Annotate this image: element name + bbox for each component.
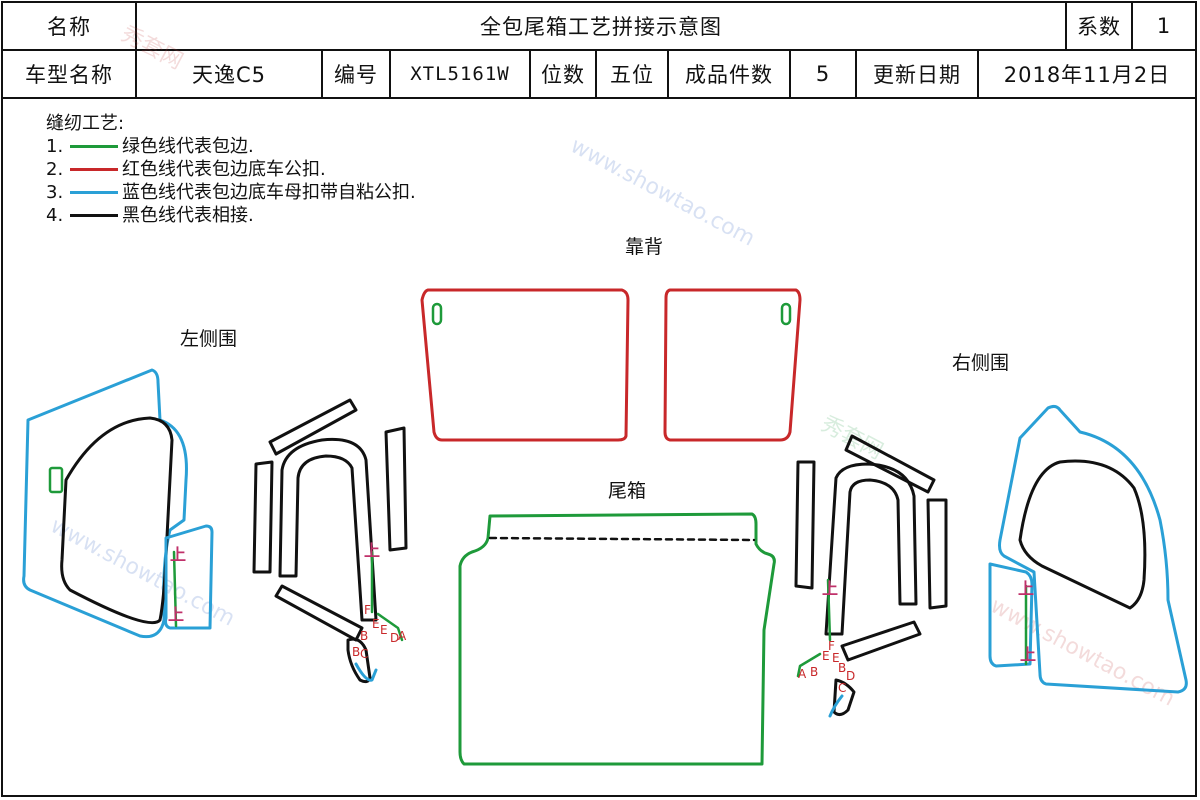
- date-label: 更新日期: [857, 51, 979, 97]
- legend-text: 红色线代表包边底车公扣.: [122, 159, 326, 180]
- header-row-2: 车型名称 天逸C5 编号 XTL5161W 位数 五位 成品件数 5 更新日期 …: [3, 51, 1195, 99]
- left-strip-top: [268, 398, 358, 456]
- left-strip-vertical-b: [384, 426, 408, 552]
- model-value: 天逸C5: [137, 51, 323, 97]
- right-side-inner-opening: [1018, 459, 1147, 610]
- left-side-lower-piece: [164, 524, 214, 630]
- mark-c-left: C: [360, 647, 368, 661]
- left-strip-arch: [278, 437, 378, 622]
- left-side-green-seam: [172, 550, 178, 628]
- mark-e-right-2: E: [832, 651, 840, 665]
- left-strip-vertical-a: [252, 460, 274, 574]
- left-side-clip: [48, 466, 64, 494]
- left-green-corner: [376, 612, 404, 642]
- left-small-flap: [346, 637, 372, 684]
- mark-d-right: D: [846, 669, 855, 683]
- pieces-value: 5: [791, 51, 857, 97]
- legend-num: 4.: [46, 205, 64, 226]
- red-line-swatch: [70, 168, 118, 171]
- right-strip-vertical-b: [926, 498, 948, 610]
- up-mark-left-3: 上: [364, 541, 380, 560]
- backrest-label: 靠背: [625, 236, 664, 258]
- mark-f-right: F: [828, 639, 835, 653]
- legend-item-black: 4. 黑色线代表相接.: [46, 204, 416, 227]
- legend-num: 2.: [46, 159, 64, 180]
- legend-title: 缝纫工艺:: [46, 113, 125, 134]
- mark-f-left: F: [364, 603, 371, 617]
- name-label: 名称: [3, 3, 137, 49]
- green-line-swatch: [70, 145, 118, 148]
- right-side-outer-panel: [998, 404, 1188, 694]
- right-small-flap: [832, 678, 856, 717]
- trunk-fold-line: [488, 536, 756, 542]
- mark-e-left: E: [372, 617, 380, 631]
- code-label: 编号: [323, 51, 391, 97]
- up-mark-right-3: 上: [1020, 645, 1036, 664]
- right-green-seam: [826, 578, 832, 642]
- right-green-corner: [796, 652, 822, 678]
- right-side-lower-piece: [988, 562, 1034, 668]
- trunk-label: 尾箱: [608, 480, 647, 502]
- mark-a-left: A: [398, 629, 407, 643]
- left-side-inner-opening: [60, 416, 174, 625]
- diagram-title: 全包尾箱工艺拼接示意图: [137, 3, 1067, 49]
- up-mark-right-1: 上: [822, 579, 838, 598]
- legend-item-red: 2. 红色线代表包边底车公扣.: [46, 158, 416, 181]
- pieces-label: 成品件数: [669, 51, 791, 97]
- legend-item-green: 1. 绿色线代表包边.: [46, 135, 416, 158]
- backrest-right-clip: [780, 302, 792, 326]
- mark-b-right-2: B: [810, 665, 818, 679]
- blue-line-swatch: [70, 191, 118, 194]
- left-side-label: 左侧围: [180, 328, 238, 350]
- mark-a-right: A: [798, 667, 807, 681]
- pos-label: 位数: [531, 51, 597, 97]
- pos-value: 五位: [597, 51, 669, 97]
- date-value: 2018年11月2日: [1003, 63, 1171, 87]
- up-mark-left-1: 上: [170, 545, 186, 564]
- right-strip-arch: [824, 462, 918, 636]
- mark-b-left-2: B: [352, 645, 360, 659]
- right-strip-diagonal: [840, 620, 922, 662]
- mark-b-right: B: [838, 661, 846, 675]
- coef-value: 1: [1156, 14, 1172, 38]
- legend-item-blue: 3. 蓝色线代表包边底车母扣带自粘公扣.: [46, 181, 416, 204]
- legend-text: 蓝色线代表包边底车母扣带自粘公扣.: [122, 182, 416, 203]
- backrest-left-panel: [420, 288, 630, 442]
- code-value: XTL5161W: [391, 51, 531, 97]
- model-label: 车型名称: [3, 51, 137, 97]
- coef-label: 系数: [1067, 3, 1133, 49]
- mark-e-right: E: [822, 649, 830, 663]
- legend-text: 黑色线代表相接.: [122, 205, 254, 226]
- trunk-floor-panel: [458, 512, 776, 766]
- header-row-1: 名称 全包尾箱工艺拼接示意图 系数 1: [3, 3, 1195, 51]
- mark-b-left: B: [360, 629, 368, 643]
- left-strip-diagonal: [274, 584, 364, 642]
- sewing-legend: 缝纫工艺: 1. 绿色线代表包边. 2. 红色线代表包边底车公扣. 3. 蓝色线…: [46, 112, 416, 227]
- legend-text: 绿色线代表包边.: [122, 136, 254, 157]
- black-line-swatch: [70, 214, 118, 217]
- mark-d-left: D: [390, 631, 399, 645]
- backrest-right-panel: [663, 288, 802, 442]
- mark-c-right: C: [838, 681, 846, 695]
- left-blue-tail: [354, 662, 378, 682]
- up-mark-left-2: 上: [168, 605, 184, 624]
- right-side-label: 右侧围: [952, 352, 1010, 374]
- mark-e-left-2: E: [380, 623, 388, 637]
- backrest-left-clip: [431, 302, 443, 326]
- right-blue-tail: [828, 694, 844, 718]
- up-mark-right-2: 上: [1018, 579, 1034, 598]
- right-strip-top: [844, 434, 936, 494]
- legend-num: 1.: [46, 136, 64, 157]
- right-strip-vertical-a: [794, 460, 816, 590]
- legend-num: 3.: [46, 182, 64, 203]
